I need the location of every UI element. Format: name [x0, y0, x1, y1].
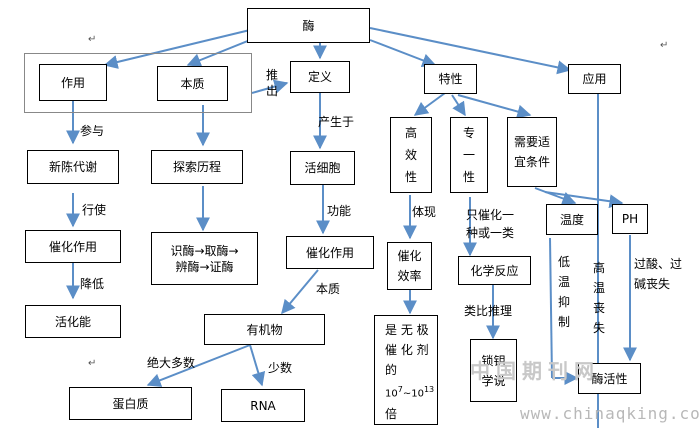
- history-detail-node: 识酶→取酶→ 辨酶→证酶: [151, 232, 258, 285]
- arrow-organic-rna: [249, 344, 266, 387]
- history-detail-line1: 识酶→取酶→: [170, 243, 239, 258]
- watermark-site-url: www.chinaqking.com: [520, 404, 699, 423]
- label-mostly: 绝大多数: [147, 356, 196, 370]
- activation-energy-node: 活化能: [25, 305, 121, 338]
- protein-node: 蛋白质: [69, 387, 192, 420]
- temperature-text: 温度: [559, 212, 584, 227]
- rna-node: RNA: [221, 389, 305, 422]
- ph-text: PH: [621, 212, 639, 226]
- label-high-temp: 高温丧失: [592, 261, 605, 335]
- label-derive: 推出: [265, 68, 278, 98]
- label-manifest: 体现: [412, 205, 437, 219]
- properties-text: 特性: [438, 72, 463, 86]
- rna-text: RNA: [250, 398, 276, 413]
- comparison-line1: 是 无 极: [385, 323, 429, 337]
- watermark-site-cn: 中国期刊网: [470, 359, 600, 383]
- function-essence-group: [24, 53, 252, 113]
- temperature-node: 温度: [546, 204, 598, 235]
- conditions-text: 需要适宜条件: [513, 135, 550, 169]
- label-produced-by: 产生于: [318, 115, 355, 129]
- history-text: 探索历程: [172, 160, 221, 174]
- arrow-properties-conditions: [457, 94, 532, 119]
- arrow-catalysis-organic: [281, 269, 319, 315]
- label-acid-base: 过酸、过碱丧失: [634, 254, 690, 294]
- label-essence: 本质: [316, 282, 341, 296]
- function-node: 作用: [39, 64, 107, 101]
- living-cell-node: 活细胞: [290, 151, 355, 185]
- comparison-exp1: 7: [397, 385, 403, 394]
- chemical-reaction-node: 化学反应: [458, 256, 531, 285]
- para-mark-3: ↵: [660, 40, 669, 51]
- history-node: 探索历程: [151, 150, 243, 184]
- essence-node: 本质: [157, 66, 228, 101]
- application-node: 应用: [568, 64, 621, 94]
- definition-node: 定义: [290, 61, 350, 93]
- metabolism-node: 新陈代谢: [27, 150, 119, 184]
- arrow-properties-high: [413, 92, 446, 116]
- activation-energy-text: 活化能: [54, 314, 91, 329]
- enzyme-activity-text: 酶活性: [591, 371, 628, 386]
- para-mark-2: ↵: [88, 358, 97, 369]
- comparison-line4: 107~1013: [385, 380, 434, 404]
- arrow-enzyme-application: [369, 27, 572, 75]
- label-low-temp: 低温抑制: [557, 255, 570, 329]
- living-cell-text: 活细胞: [304, 161, 341, 175]
- arrow-group-definition: [251, 79, 289, 94]
- arrow-organic-protein: [146, 344, 251, 387]
- arrow-properties-specific: [451, 94, 466, 117]
- label-exercise: 行使: [82, 203, 107, 217]
- definition-text: 定义: [307, 70, 332, 84]
- arrow-enzyme-function: [103, 29, 251, 69]
- comparison-line5: 倍: [385, 407, 398, 422]
- high-efficiency-node: 高效性: [390, 117, 432, 193]
- organic-node: 有机物: [204, 314, 325, 345]
- application-text: 应用: [582, 72, 607, 86]
- catalysis-left-node: 催化作用: [25, 230, 121, 263]
- protein-text: 蛋白质: [112, 396, 149, 411]
- arrow-conditions-ph: [544, 191, 624, 209]
- para-mark-1: ↵: [88, 34, 97, 45]
- label-only-catalyze: 只催化一: [466, 208, 515, 222]
- chemical-reaction-text: 化学反应: [470, 263, 519, 278]
- function-text: 作用: [60, 75, 85, 90]
- history-detail-line2: 辨酶→证酶: [175, 259, 234, 274]
- properties-node: 特性: [424, 64, 477, 94]
- comparison-base1: 10: [385, 388, 398, 400]
- catalytic-efficiency-text: 催化效率: [397, 249, 422, 283]
- catalytic-efficiency-node: 催化效率: [387, 242, 432, 290]
- enzyme-activity-node: 酶活性: [578, 363, 641, 394]
- specificity-text: 专一性: [462, 126, 475, 184]
- comparison-base2: ~10: [402, 388, 424, 400]
- arrow-enzyme-essence: [186, 37, 256, 67]
- comparison-line2: 催 化 剂: [385, 343, 429, 357]
- enzyme-node: 酶: [247, 8, 370, 43]
- comparison-line3: 的: [385, 363, 398, 377]
- label-participate: 参与: [80, 124, 105, 138]
- essence-text: 本质: [180, 76, 205, 91]
- catalysis-mid-node: 催化作用: [286, 236, 374, 269]
- metabolism-text: 新陈代谢: [48, 160, 97, 174]
- comparison-node: 是 无 极 催 化 剂 的 107~1013 倍: [374, 315, 438, 425]
- lock-key-node: 锁钥学说: [470, 339, 517, 402]
- label-analogy: 类比推理: [464, 304, 513, 318]
- arrow-enzyme-properties: [369, 39, 437, 68]
- label-function: 功能: [327, 204, 352, 218]
- arrow-temp-activity: [549, 237, 553, 379]
- enzyme-text: 酶: [302, 18, 315, 33]
- label-acid-base-text: 过酸、过碱丧失: [634, 257, 683, 291]
- specificity-node: 专一性: [450, 117, 488, 193]
- high-efficiency-text: 高效性: [404, 126, 417, 184]
- organic-text: 有机物: [246, 322, 283, 337]
- label-few: 少数: [268, 361, 293, 375]
- conditions-node: 需要适宜条件: [507, 117, 557, 187]
- lock-key-text: 锁钥学说: [481, 353, 506, 388]
- arrow-conditions-temp: [534, 187, 577, 206]
- ph-node: PH: [612, 204, 648, 234]
- catalysis-left-text: 催化作用: [48, 239, 97, 254]
- label-lower: 降低: [80, 277, 105, 291]
- catalysis-mid-text: 催化作用: [305, 245, 354, 260]
- comparison-exp2: 13: [423, 385, 435, 394]
- label-one-kind: 种或一类: [466, 226, 515, 240]
